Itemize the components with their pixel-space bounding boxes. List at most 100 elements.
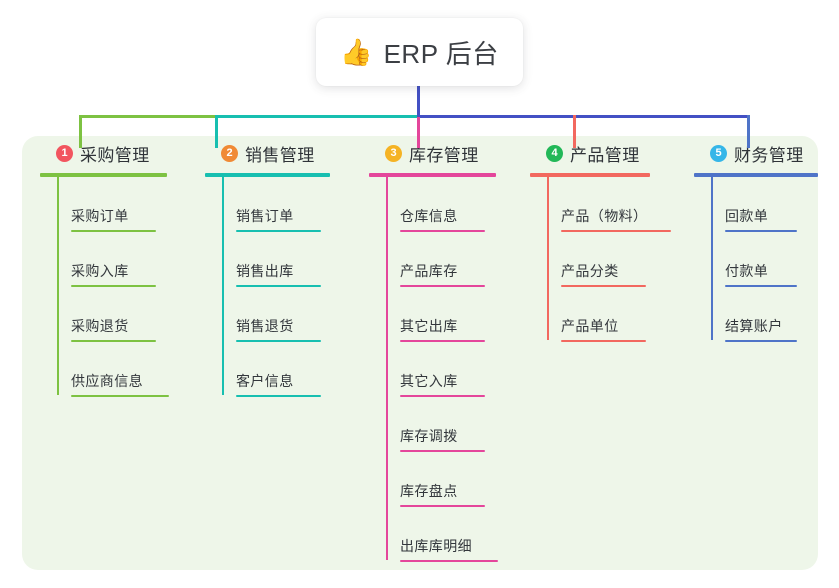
child-node-label: 其它入库 bbox=[400, 373, 458, 389]
child-node[interactable]: 产品单位 bbox=[530, 287, 671, 342]
column-1[interactable]: 1 采购管理采购订单采购入库采购退货供应商信息 bbox=[40, 136, 169, 397]
child-node-rule bbox=[71, 285, 156, 287]
root-node[interactable]: 👍 ERP 后台 bbox=[316, 18, 523, 86]
child-node-rule bbox=[725, 340, 797, 342]
thumbs-up-icon: 👍 bbox=[340, 37, 373, 67]
column-3[interactable]: 3 库存管理仓库信息产品库存其它出库其它入库库存调拨库存盘点出库库明细 bbox=[369, 136, 498, 562]
child-node-label: 其它出库 bbox=[400, 318, 458, 334]
drop-connector-5 bbox=[747, 115, 750, 148]
number-badge-1: 1 bbox=[56, 144, 73, 162]
child-list-3: 仓库信息产品库存其它出库其它入库库存调拨库存盘点出库库明细 bbox=[369, 177, 498, 562]
column-header-2[interactable]: 2 销售管理 bbox=[205, 136, 330, 170]
child-node[interactable]: 销售退货 bbox=[205, 287, 330, 342]
child-node[interactable]: 回款单 bbox=[694, 177, 818, 232]
child-node-label: 销售出库 bbox=[236, 263, 294, 279]
child-node[interactable]: 采购入库 bbox=[40, 232, 169, 287]
child-node[interactable]: 仓库信息 bbox=[369, 177, 498, 232]
bus-segment-blue bbox=[417, 115, 747, 118]
column-rule-2 bbox=[205, 173, 330, 177]
child-node[interactable]: 产品（物料） bbox=[530, 177, 671, 232]
child-node-label: 库存盘点 bbox=[400, 483, 458, 499]
column-spine-4 bbox=[547, 177, 549, 340]
child-node[interactable]: 库存调拨 bbox=[369, 397, 498, 452]
child-node-label: 回款单 bbox=[725, 208, 769, 224]
child-node[interactable]: 其它入库 bbox=[369, 342, 498, 397]
child-node-rule bbox=[725, 285, 797, 287]
child-node-label: 客户信息 bbox=[236, 373, 294, 389]
column-rule-4 bbox=[530, 173, 650, 177]
column-rule-3 bbox=[369, 173, 496, 177]
child-node[interactable]: 销售出库 bbox=[205, 232, 330, 287]
child-node-label: 产品单位 bbox=[561, 318, 619, 334]
child-node-rule bbox=[236, 395, 321, 397]
column-rule-1 bbox=[40, 173, 167, 177]
child-node[interactable]: 付款单 bbox=[694, 232, 818, 287]
child-node-rule bbox=[400, 505, 485, 507]
child-node[interactable]: 采购订单 bbox=[40, 177, 169, 232]
drop-connector-3 bbox=[417, 115, 420, 148]
child-node-label: 产品分类 bbox=[561, 263, 619, 279]
column-header-5[interactable]: 5 财务管理 bbox=[694, 136, 818, 170]
child-node-label: 销售退货 bbox=[236, 318, 294, 334]
child-node[interactable]: 产品库存 bbox=[369, 232, 498, 287]
column-title-4: 产品管理 bbox=[570, 145, 640, 165]
number-badge-4: 4 bbox=[546, 144, 563, 162]
child-node-label: 付款单 bbox=[725, 263, 769, 279]
column-spine-1 bbox=[57, 177, 59, 395]
root-node-title: ERP 后台 bbox=[383, 38, 499, 69]
drop-connector-2 bbox=[215, 115, 218, 148]
column-title-3: 库存管理 bbox=[409, 145, 479, 165]
child-list-2: 销售订单销售出库销售退货客户信息 bbox=[205, 177, 330, 397]
child-node-rule bbox=[561, 340, 646, 342]
child-node-rule bbox=[561, 285, 646, 287]
column-header-3[interactable]: 3 库存管理 bbox=[369, 136, 498, 170]
child-node-rule bbox=[725, 230, 797, 232]
child-node-label: 产品库存 bbox=[400, 263, 458, 279]
child-node[interactable]: 出库库明细 bbox=[369, 507, 498, 562]
column-spine-2 bbox=[222, 177, 224, 395]
child-node-label: 产品（物料） bbox=[561, 208, 648, 224]
drop-connector-4 bbox=[573, 115, 576, 148]
column-title-5: 财务管理 bbox=[734, 145, 804, 165]
number-badge-2: 2 bbox=[221, 144, 238, 162]
child-node[interactable]: 其它出库 bbox=[369, 287, 498, 342]
child-node[interactable]: 销售订单 bbox=[205, 177, 330, 232]
child-node-rule bbox=[400, 395, 485, 397]
column-title-2: 销售管理 bbox=[245, 145, 315, 165]
column-2[interactable]: 2 销售管理销售订单销售出库销售退货客户信息 bbox=[205, 136, 330, 397]
child-node-label: 采购订单 bbox=[71, 208, 129, 224]
child-node[interactable]: 供应商信息 bbox=[40, 342, 169, 397]
column-rule-5 bbox=[694, 173, 818, 177]
number-badge-3: 3 bbox=[385, 144, 402, 162]
child-list-4: 产品（物料） 产品分类产品单位 bbox=[530, 177, 671, 342]
column-5[interactable]: 5 财务管理回款单付款单结算账户 bbox=[694, 136, 818, 342]
child-node-rule bbox=[400, 340, 485, 342]
child-node-rule bbox=[236, 230, 321, 232]
column-spine-3 bbox=[386, 177, 388, 560]
child-node[interactable]: 产品分类 bbox=[530, 232, 671, 287]
root-stem-connector bbox=[417, 86, 420, 117]
bus-segment-teal bbox=[215, 115, 417, 118]
child-node[interactable]: 结算账户 bbox=[694, 287, 818, 342]
diagram-panel bbox=[22, 136, 818, 570]
column-header-4[interactable]: 4 产品管理 bbox=[530, 136, 671, 170]
number-badge-5: 5 bbox=[710, 144, 727, 162]
child-node[interactable]: 库存盘点 bbox=[369, 452, 498, 507]
child-node-rule bbox=[236, 285, 321, 287]
column-spine-5 bbox=[711, 177, 713, 340]
child-node-rule bbox=[400, 230, 485, 232]
child-node[interactable]: 采购退货 bbox=[40, 287, 169, 342]
column-title-1: 采购管理 bbox=[80, 145, 150, 165]
child-node-label: 仓库信息 bbox=[400, 208, 458, 224]
column-4[interactable]: 4 产品管理产品（物料） 产品分类产品单位 bbox=[530, 136, 671, 342]
child-node-label: 采购入库 bbox=[71, 263, 129, 279]
child-node-rule bbox=[71, 340, 156, 342]
column-header-1[interactable]: 1 采购管理 bbox=[40, 136, 169, 170]
bus-segment-green bbox=[79, 115, 215, 118]
child-list-1: 采购订单采购入库采购退货供应商信息 bbox=[40, 177, 169, 397]
drop-connector-1 bbox=[79, 115, 82, 148]
child-node-label: 采购退货 bbox=[71, 318, 129, 334]
child-node-label: 出库库明细 bbox=[400, 538, 472, 554]
child-node[interactable]: 客户信息 bbox=[205, 342, 330, 397]
